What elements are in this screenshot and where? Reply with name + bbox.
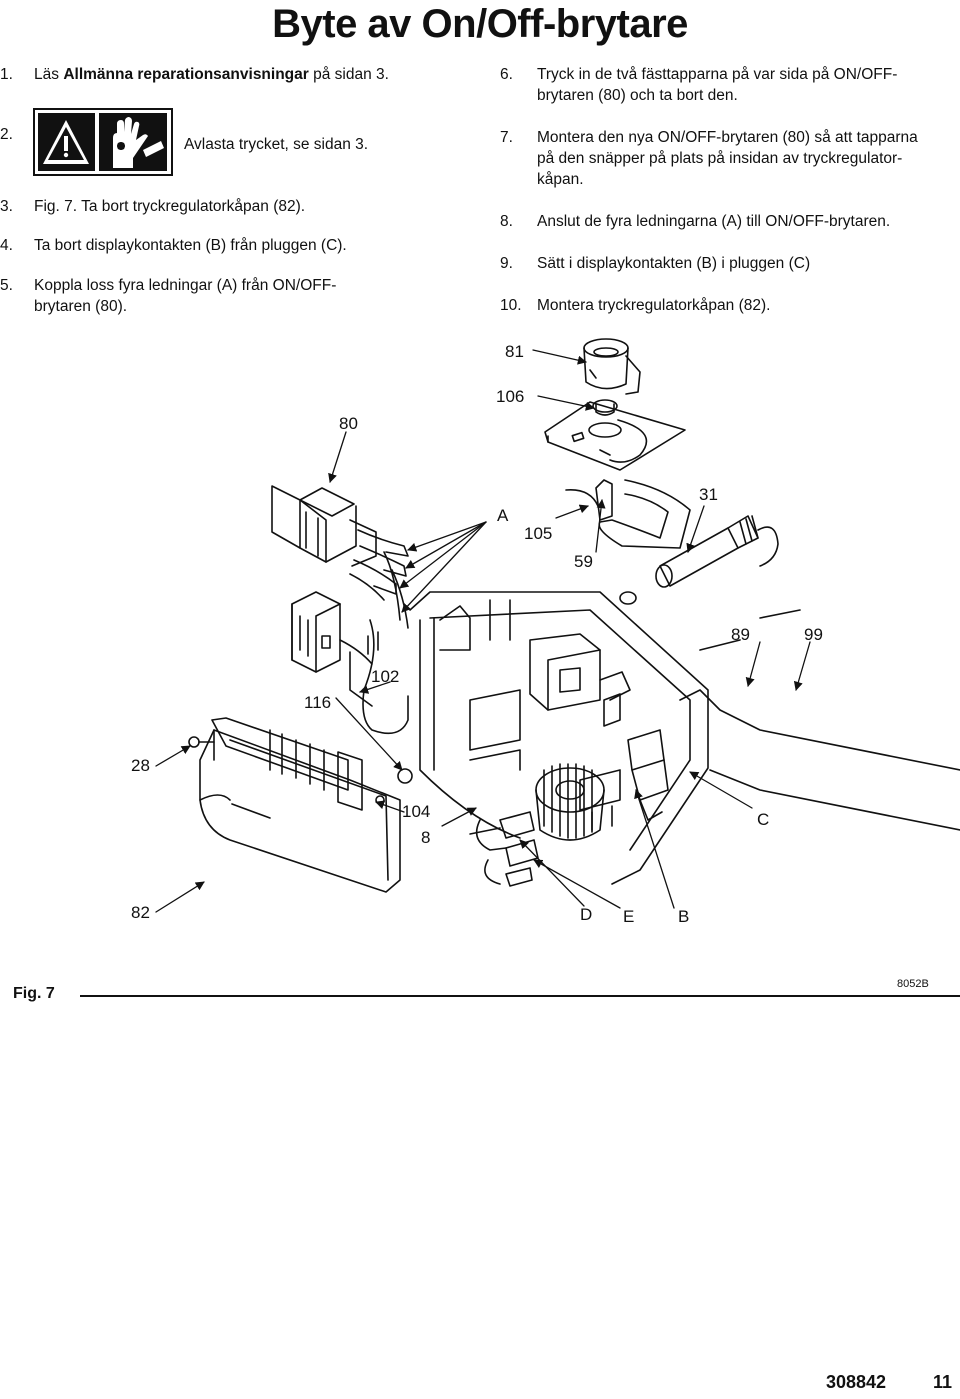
pressure-knob-part <box>583 338 641 395</box>
mounting-plate-part <box>544 399 686 471</box>
warning-triangle-icon <box>43 120 89 164</box>
callout-a: A <box>497 506 509 525</box>
step-text-line1: Montera den nya ON/OFF-brytaren (80) så … <box>537 129 918 146</box>
cable-connectors <box>469 811 539 887</box>
callout-89: 89 <box>731 625 750 644</box>
callout-b: B <box>678 907 690 926</box>
step-10: 10. Montera tryckregulatorkåpan (82). <box>500 295 960 317</box>
figure-code: 8052B <box>897 978 929 990</box>
display-board-part <box>188 717 413 811</box>
step-text-line1: Koppla loss fyra ledningar (A) från ON/O… <box>34 277 337 294</box>
page-title: Byte av On/Off-brytare <box>272 2 688 46</box>
callout-106: 106 <box>496 387 525 406</box>
callout-59: 59 <box>574 552 593 571</box>
document-number: 308842 <box>826 1372 887 1392</box>
callout-104: 104 <box>402 802 431 821</box>
callout-c: C <box>757 810 770 829</box>
step-6: 6. Tryck in de två fästtapparna på var s… <box>500 64 960 108</box>
leader-lines <box>155 349 811 913</box>
step-5: 5. Koppla loss fyra ledningar (A) från O… <box>0 275 440 319</box>
step-number: 5. <box>0 277 13 294</box>
step-7: 7. Montera den nya ON/OFF-brytaren (80) … <box>500 127 960 193</box>
control-box-housing <box>409 591 960 885</box>
step-number: 6. <box>500 66 513 83</box>
heat-sink-part <box>535 763 605 841</box>
step-text-line2: på den snäpper på plats på insidan av tr… <box>537 150 903 167</box>
step-text: Ta bort displaykontakten (B) från plugge… <box>34 237 347 254</box>
step-3: 3. Fig. 7. Ta bort tryckregulatorkåpan (… <box>0 196 440 218</box>
callout-28: 28 <box>131 756 150 775</box>
step-text-post: på sidan 3. <box>308 66 389 83</box>
hand-hazard-icon <box>113 117 164 168</box>
callout-31: 31 <box>699 485 718 504</box>
step-2: 2. <box>0 124 40 146</box>
step-number: 10. <box>500 297 522 314</box>
callout-d: D <box>580 905 593 924</box>
step-number: 2. <box>0 126 13 143</box>
step-8: 8. Anslut de fyra ledningarna (A) till O… <box>500 211 960 233</box>
step-text-bold: Allmänna reparationsanvisningar <box>63 66 309 83</box>
step-number: 4. <box>0 237 13 254</box>
regulator-cover-part <box>199 729 401 893</box>
step-text-pre: Läs <box>34 66 64 83</box>
step-number: 1. <box>0 66 13 83</box>
callout-102: 102 <box>371 667 400 686</box>
step-text-line1: Tryck in de två fästtapparna på var sida… <box>537 66 898 83</box>
step-text-line3: kåpan. <box>537 171 584 188</box>
step-text: Anslut de fyra ledningarna (A) till ON/O… <box>537 213 891 230</box>
figure-rule <box>80 995 960 997</box>
callout-99: 99 <box>804 625 823 644</box>
exploded-view-drawing <box>155 338 960 913</box>
callout-116: 116 <box>304 693 332 712</box>
callout-105: 105 <box>524 524 553 543</box>
step-text: Läs Allmänna reparationsanvisningar på s… <box>34 64 389 85</box>
warning-symbol-box <box>33 108 173 176</box>
step-9: 9. Sätt i displaykontakten (B) i pluggen… <box>500 253 960 275</box>
step-number: 3. <box>0 198 13 215</box>
step-text: Sätt i displaykontakten (B) i pluggen (C… <box>537 255 811 272</box>
callout-e: E <box>623 907 635 926</box>
plug-part <box>291 591 409 735</box>
step-2-text: Avlasta trycket, se sidan 3. <box>184 136 369 153</box>
page-number: 11 <box>933 1372 953 1392</box>
fitting-part <box>655 515 779 588</box>
step-number: 8. <box>500 213 513 230</box>
step-text: Fig. 7. Ta bort tryckregulatorkåpan (82)… <box>34 198 306 215</box>
figure-label: Fig. 7 <box>13 985 55 1002</box>
step-1: 1. Läs Allmänna reparationsanvisningar p… <box>0 64 440 86</box>
callout-82: 82 <box>131 903 150 922</box>
step-text: Montera tryckregulatorkåpan (82). <box>537 297 771 314</box>
step-number: 9. <box>500 255 513 272</box>
callout-8: 8 <box>421 828 431 847</box>
callout-81: 81 <box>505 342 524 361</box>
step-number: 7. <box>500 129 513 146</box>
step-text-line2: brytaren (80) och ta bort den. <box>537 87 738 104</box>
step-text-line2: brytaren (80). <box>34 298 128 315</box>
callout-80: 80 <box>339 414 358 433</box>
on-off-switch-part <box>271 485 409 629</box>
step-4: 4. Ta bort displaykontakten (B) från plu… <box>0 235 440 257</box>
